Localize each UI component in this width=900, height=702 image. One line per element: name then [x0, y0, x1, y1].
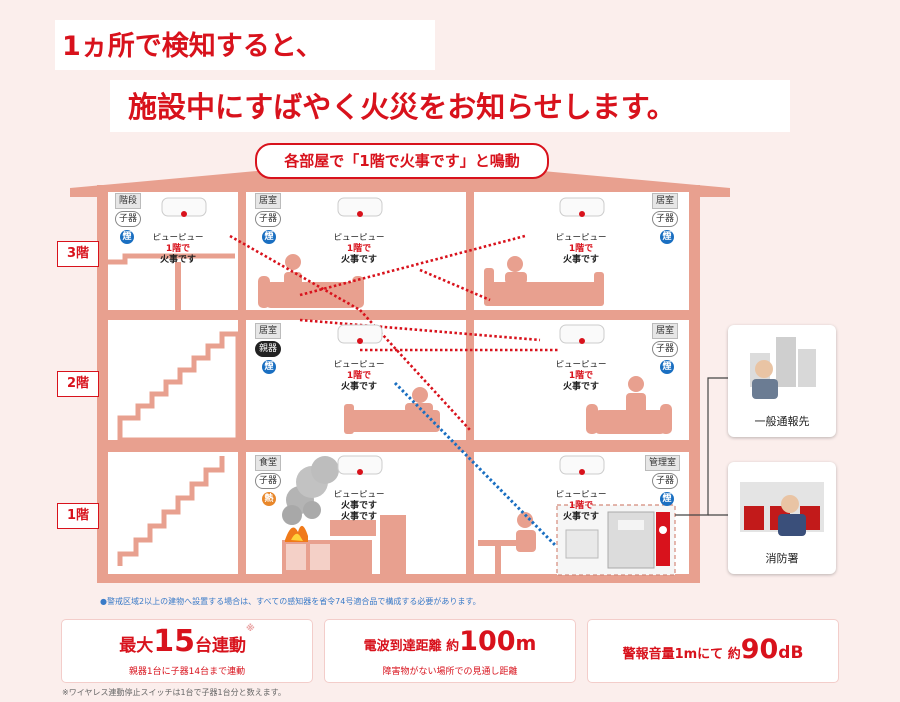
spec-box-range: 電波到達距離 約100m 障害物がない場所での見通し距離: [325, 620, 575, 682]
role-tag: 子器: [652, 211, 679, 227]
floor-label-3: 3階: [57, 241, 99, 267]
banner: 各部屋で「1階で火事です」と鳴動: [255, 143, 549, 179]
destination-label: 消防署: [765, 552, 799, 565]
role-tag-parent: 親器: [255, 341, 282, 357]
role-tag: 子器: [652, 473, 679, 489]
spec-main: 電波到達距離 約100m: [363, 626, 537, 657]
destination-card-general: 一般通報先: [728, 325, 836, 437]
spec-main: 最大15台連動※: [119, 624, 255, 659]
destination-card-fire-station: 消防署: [728, 462, 836, 574]
spec-box-volume: 警報音量1mにて 約90dB: [588, 620, 838, 682]
smoke-sensor-icon: 煙: [660, 230, 674, 244]
role-tag: 子器: [255, 473, 282, 489]
heat-sensor-icon: 熱: [262, 492, 276, 506]
smoke-sensor-icon: 煙: [262, 230, 276, 244]
room-name-tag: 食堂: [255, 455, 282, 471]
spec-main: 警報音量1mにて 約90dB: [622, 634, 804, 665]
floor-label-2: 2階: [57, 371, 99, 397]
role-tag: 子器: [255, 211, 282, 227]
role-tag: 子器: [652, 341, 679, 357]
note-main: ●警戒区域2以上の建物へ設置する場合は、すべての感知器を省令74号適合品で構成す…: [100, 597, 481, 606]
role-tag: 子器: [115, 211, 142, 227]
note-bottom: ※ワイヤレス連動停止スイッチは1台で子器1台分と数えます。: [62, 688, 286, 697]
spec-sub: 障害物がない場所での見通し距離: [382, 667, 518, 677]
headline-band-1: [55, 20, 435, 70]
room-name-tag: 居室: [255, 193, 282, 209]
smoke-sensor-icon: 煙: [120, 230, 134, 244]
fire-station-icon: [740, 482, 824, 536]
room-name-tag: 居室: [652, 193, 679, 209]
room-name-tag: 管理室: [645, 455, 681, 471]
spec-box-linkage: 最大15台連動※ 親器1台に子器14台まで連動: [62, 620, 312, 682]
smoke-sensor-icon: 煙: [660, 360, 674, 374]
destination-label: 一般通報先: [754, 415, 810, 428]
office-worker-icon: [750, 337, 816, 399]
room-name-tag: 居室: [255, 323, 282, 339]
headline-line-2: 施設中にすばやく火災をお知らせします。: [128, 90, 676, 124]
room-name-tag: 階段: [115, 193, 142, 209]
floor-label-1: 1階: [57, 503, 99, 529]
room-name-tag: 居室: [652, 323, 679, 339]
headline-line-1: 1ヵ所で検知すると、: [62, 31, 323, 62]
spec-sub: 親器1台に子器14台まで連動: [128, 667, 246, 677]
alarm-message: ピューピュー火事です火事です: [333, 490, 385, 522]
smoke-sensor-icon: 煙: [660, 492, 674, 506]
smoke-sensor-icon: 煙: [262, 360, 276, 374]
headline-band-2: [110, 80, 790, 132]
